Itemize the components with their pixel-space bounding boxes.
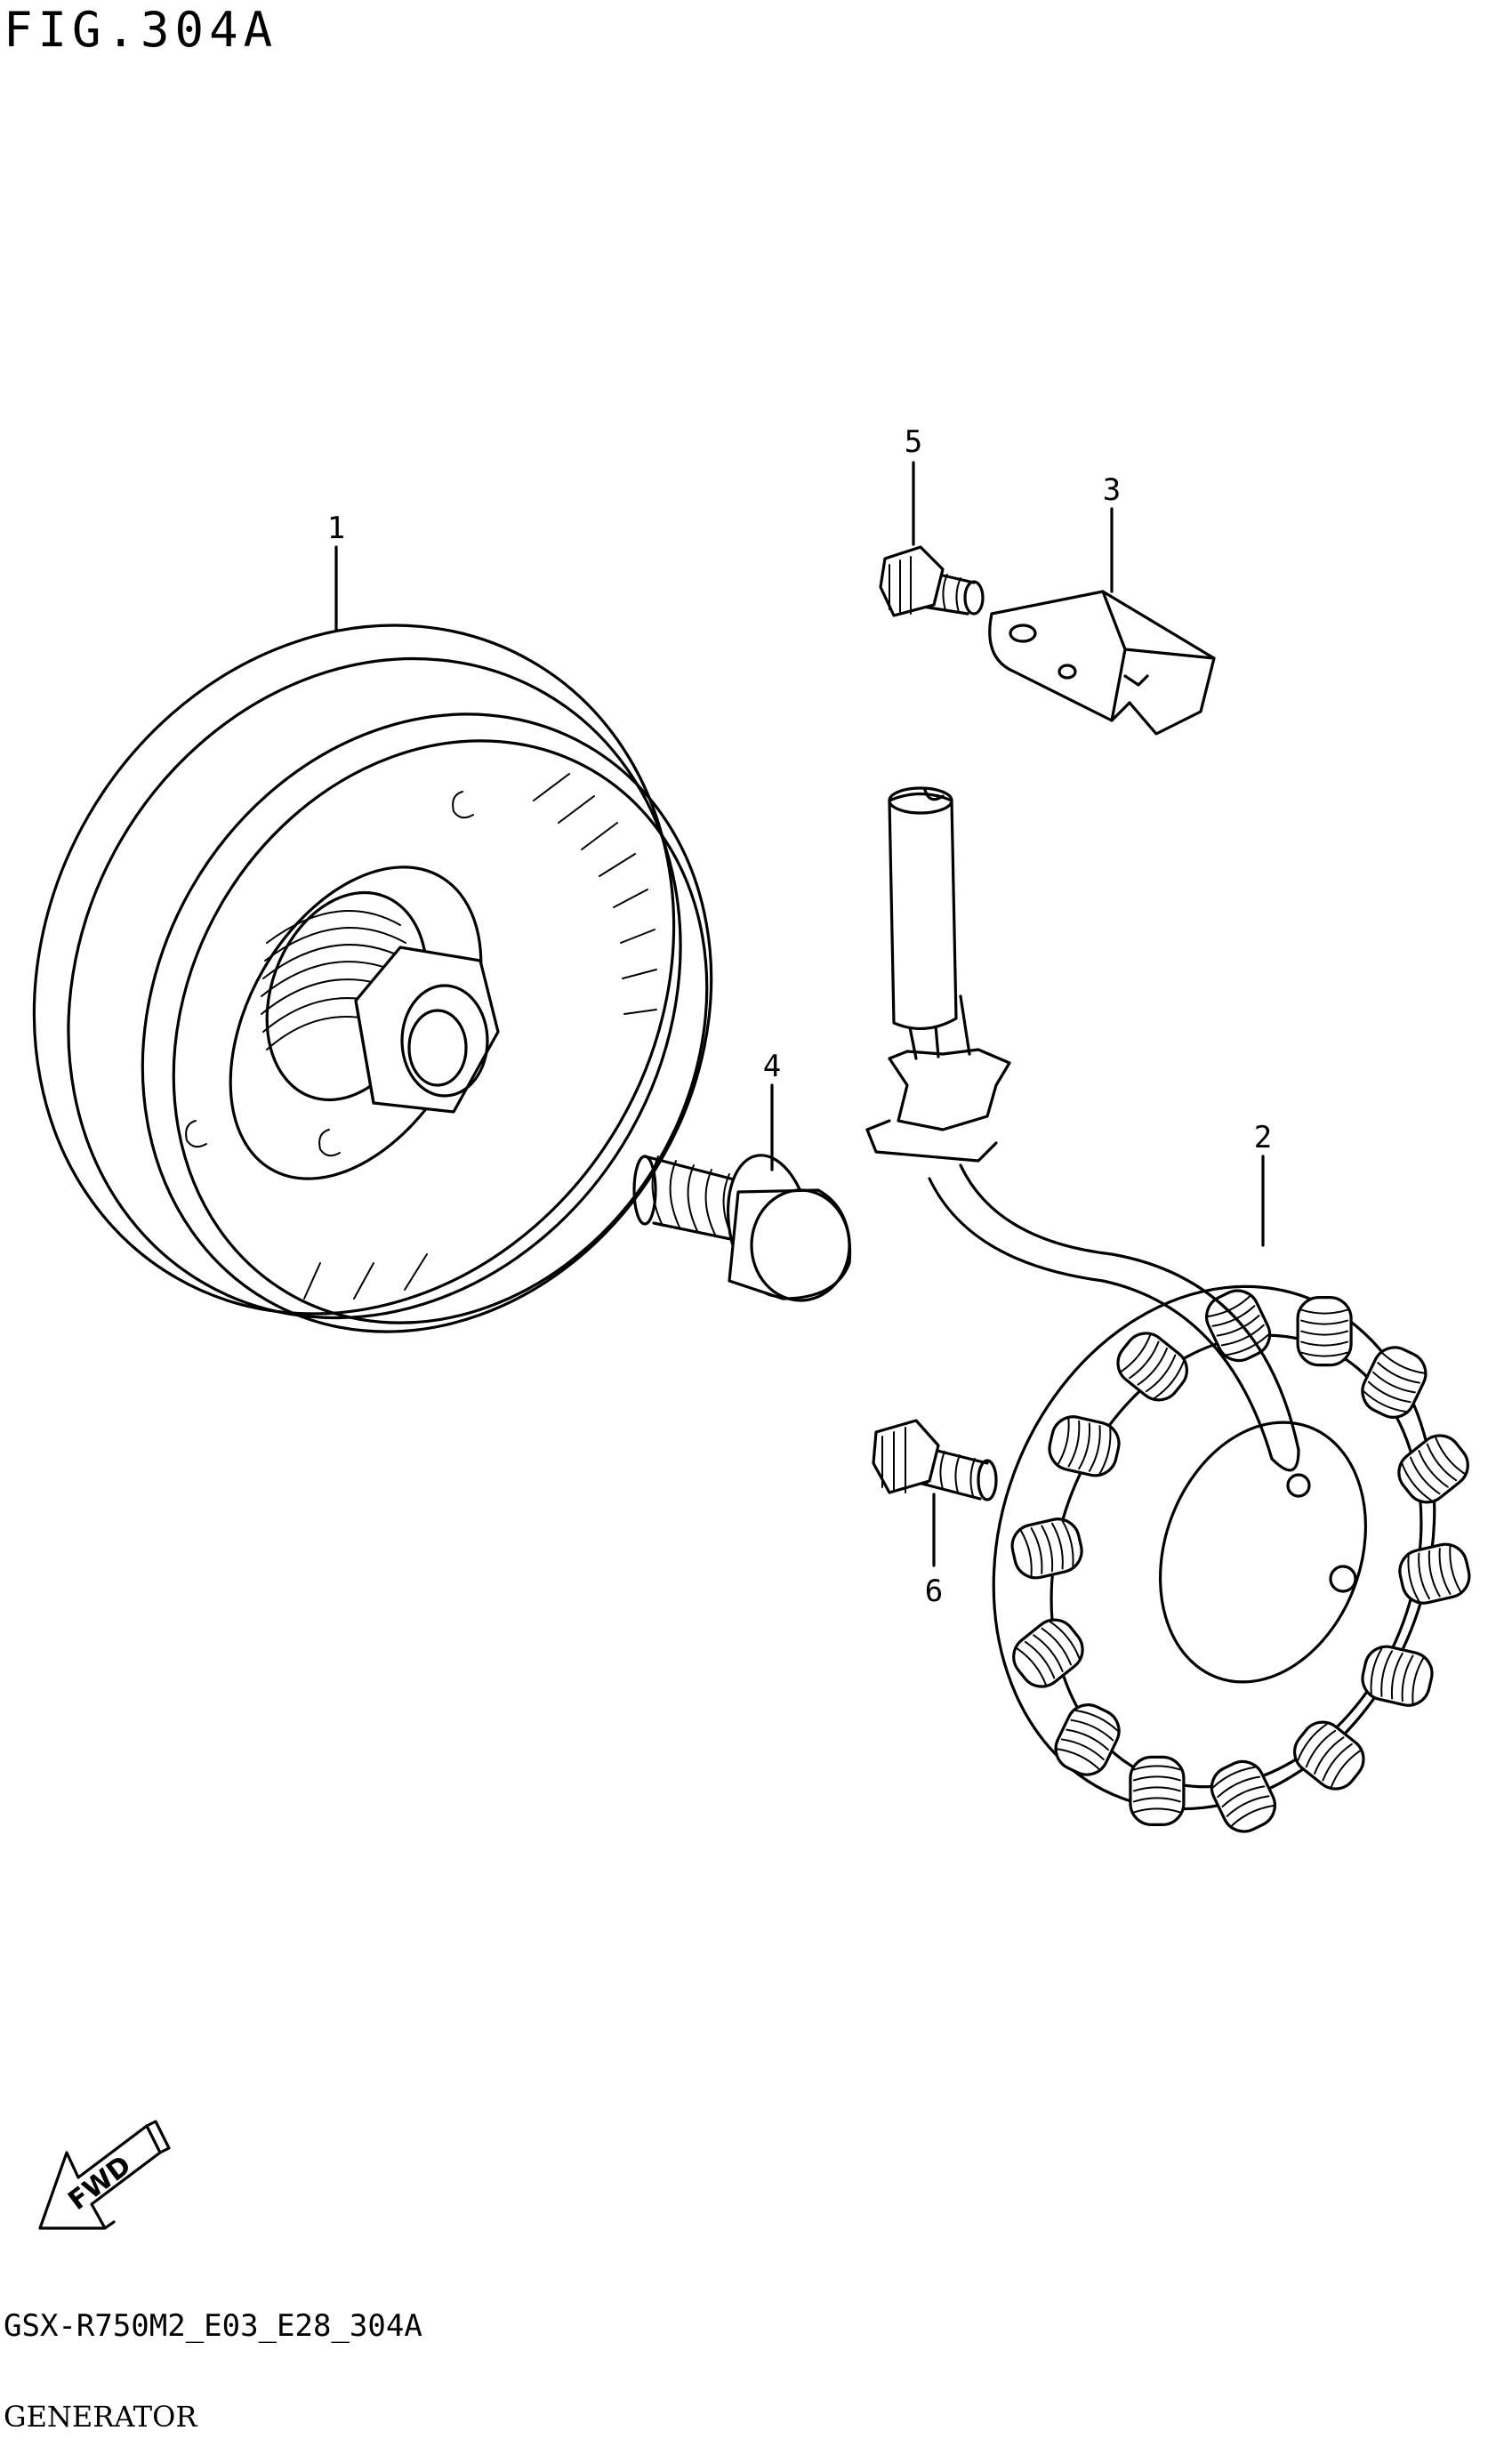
- figure-code: GSX-R750M2_E03_E28_304A: [4, 2308, 422, 2344]
- figure-title: FIG.304A: [4, 2, 278, 58]
- stator-coil: [1116, 1332, 1188, 1402]
- stator-coil: [1129, 1755, 1186, 1827]
- stator-coil: [1010, 1517, 1083, 1580]
- stator-coil-assembly: [992, 1284, 1471, 1833]
- figure-name: GENERATOR: [4, 2400, 197, 2434]
- callout-3: 3: [1103, 472, 1121, 508]
- stator-coil: [1054, 1703, 1121, 1776]
- stator-coil: [1361, 1346, 1428, 1419]
- wire-harness: [865, 786, 1300, 1472]
- stator-coil: [1012, 1618, 1084, 1688]
- callout-1: 1: [327, 511, 345, 546]
- stator-coil: [1296, 1295, 1353, 1367]
- clamp-screw: [879, 545, 985, 617]
- callout-2: 2: [1254, 1120, 1272, 1155]
- stator-coil: [1210, 1759, 1276, 1833]
- lead-wire-clamp: [988, 590, 1216, 736]
- stator-coil: [1398, 1542, 1471, 1605]
- stator-coil: [1048, 1415, 1121, 1477]
- forward-direction-arrow: FWD: [38, 2120, 171, 2230]
- callout-4: 4: [763, 1049, 781, 1084]
- stator-coil: [1361, 1645, 1434, 1707]
- callout-6: 6: [925, 1574, 943, 1609]
- callout-5: 5: [905, 424, 922, 460]
- stator-coil: [1293, 1720, 1365, 1791]
- callout-numbers: 1 2 3 4 5 6: [327, 424, 1272, 1609]
- stator-screw: [872, 1419, 998, 1501]
- rotor-flywheel: [32, 624, 713, 1333]
- stator-coil: [1397, 1434, 1469, 1504]
- callout-leaders: [334, 461, 1265, 1567]
- rotor-bolt: [632, 1154, 852, 1302]
